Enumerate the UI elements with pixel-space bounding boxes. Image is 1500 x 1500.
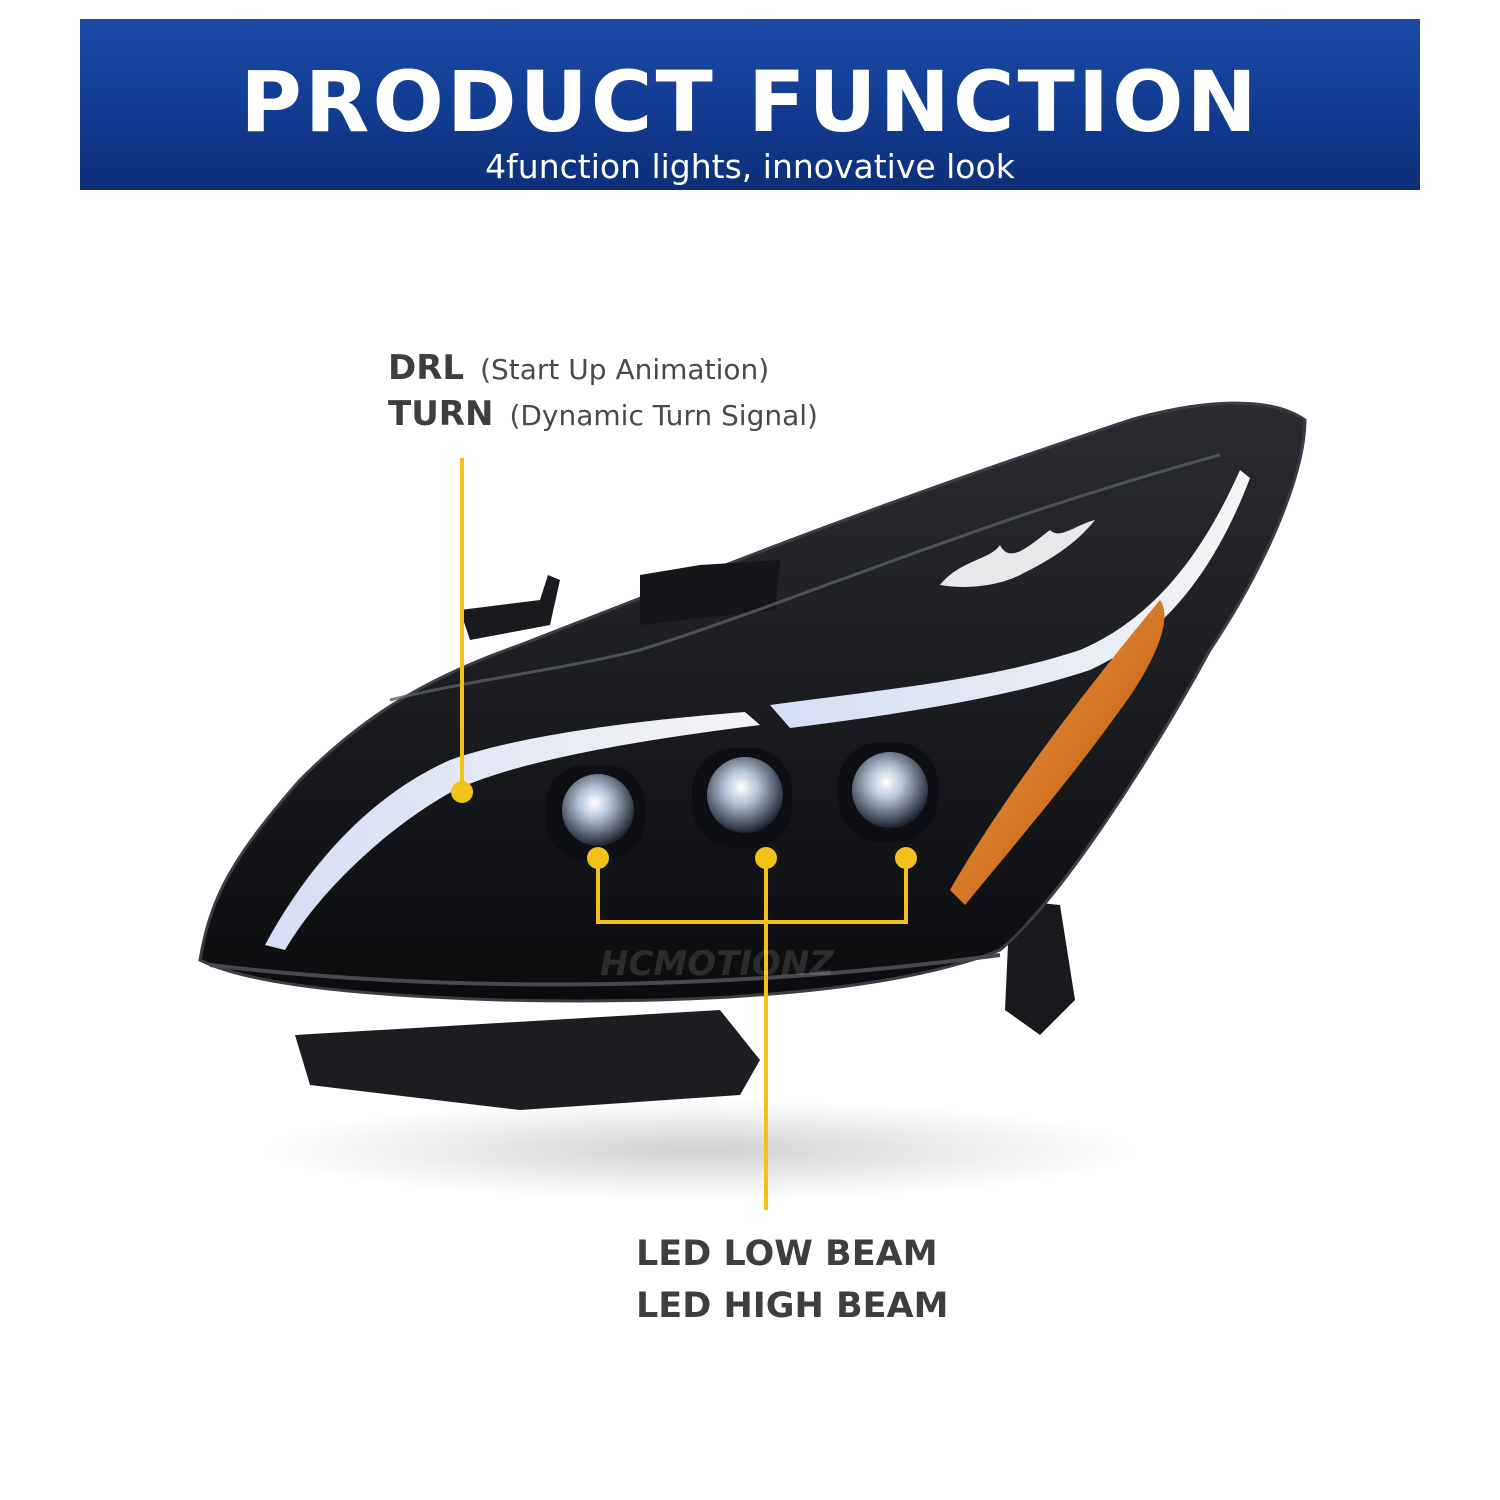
headlight-body — [198, 401, 1307, 1003]
turn-note: (Dynamic Turn Signal) — [509, 399, 818, 432]
beam-callout-dot-1 — [587, 847, 609, 869]
lower-bezel — [209, 953, 1001, 987]
drl-strip-upper — [770, 470, 1250, 728]
drl-note: (Start Up Animation) — [480, 353, 770, 386]
inner-trim — [389, 453, 1221, 702]
banner-subtitle: 4function lights, innovative look — [485, 147, 1015, 186]
beam-callout-dot-3 — [895, 847, 917, 869]
high-beam-label: LED HIGH BEAM — [636, 1286, 949, 1326]
drl-label: DRL — [388, 348, 465, 388]
mount-bracket-center — [640, 560, 780, 625]
projector-lens-3 — [852, 752, 928, 828]
header-banner: PRODUCT FUNCTION 4function lights, innov… — [80, 19, 1420, 190]
drl-row: DRL (Start Up Animation) — [388, 348, 818, 394]
beam-callout: LED LOW BEAM LED HIGH BEAM — [636, 1230, 948, 1334]
flame-logo — [940, 520, 1095, 587]
watermark-text: HCMOTIONZ — [600, 944, 835, 984]
drl-strip — [265, 712, 760, 950]
projector-lens-group — [545, 742, 938, 860]
drl-callout-dot — [451, 781, 473, 803]
amber-reflector — [950, 600, 1165, 905]
beam-callout-bracket — [596, 858, 908, 924]
beam-callout-dot-2 — [755, 847, 777, 869]
housing-base — [295, 1010, 760, 1110]
turn-label: TURN — [388, 394, 494, 434]
low-beam-label: LED LOW BEAM — [636, 1234, 938, 1274]
floor-reflection — [260, 1100, 1140, 1200]
banner-title: PRODUCT FUNCTION — [240, 53, 1260, 151]
mount-bracket-left — [460, 575, 560, 640]
projector-lens-2 — [707, 757, 783, 833]
projector-lens-1 — [562, 774, 634, 846]
turn-row: TURN (Dynamic Turn Signal) — [388, 394, 818, 440]
drl-turn-callout: DRL (Start Up Animation) TURN (Dynamic T… — [388, 348, 818, 440]
bracket-right — [1005, 900, 1075, 1035]
